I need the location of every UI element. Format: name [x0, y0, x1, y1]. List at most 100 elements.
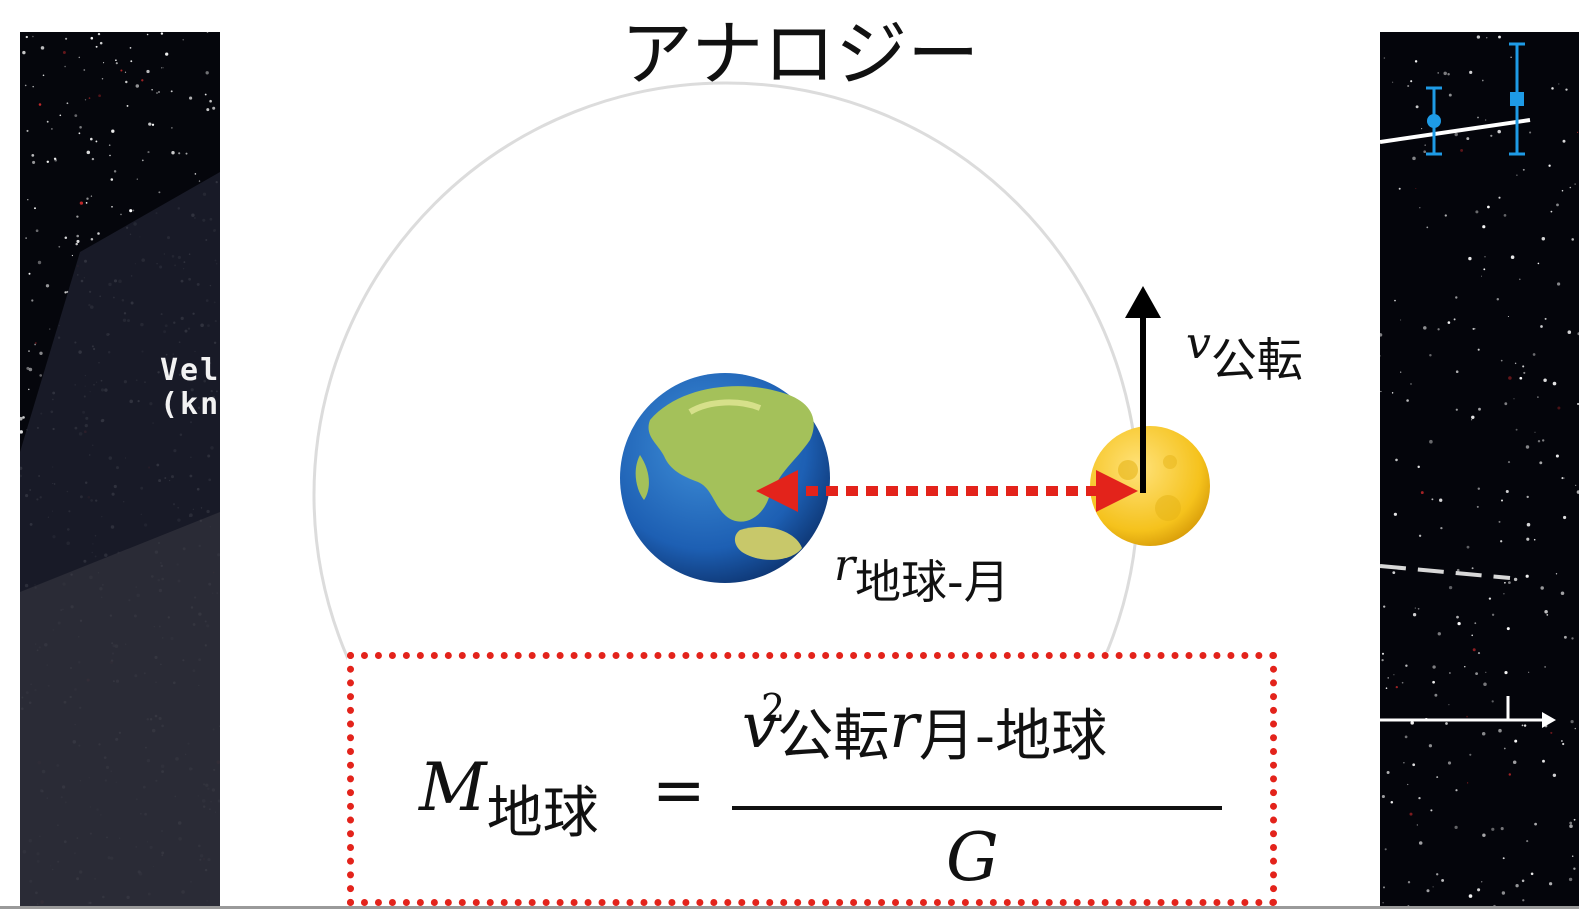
star-dot — [98, 94, 101, 98]
star-dot — [32, 35, 34, 38]
star-dot — [1384, 848, 1387, 851]
star-dot — [86, 150, 91, 155]
star-dot — [78, 56, 81, 59]
star-dot — [1550, 731, 1553, 734]
star-dot — [124, 71, 127, 73]
star-dot — [1407, 84, 1410, 88]
star-dot — [1571, 238, 1574, 241]
star-dot — [90, 137, 93, 141]
star-dot — [22, 50, 26, 55]
formula-numerator: v2公転r月-地球 — [742, 686, 1107, 772]
star-dot — [1383, 886, 1385, 889]
star-dot — [1503, 593, 1505, 595]
star-dot — [1414, 607, 1416, 609]
star-dot — [1385, 687, 1388, 689]
star-dot — [1395, 458, 1398, 462]
star-dot — [1498, 520, 1501, 523]
left-background-slide-fragment: Vel (kn — [20, 32, 220, 908]
star-dot — [1500, 499, 1504, 502]
star-dot — [1544, 317, 1547, 320]
star-dot — [1573, 818, 1576, 821]
star-dot — [1485, 119, 1487, 121]
star-dot — [1526, 495, 1529, 499]
star-dot — [160, 32, 164, 35]
star-dot — [1415, 187, 1417, 190]
star-dot — [28, 272, 31, 275]
star-dot — [1510, 56, 1512, 58]
star-dot — [1482, 225, 1486, 229]
star-dot — [1380, 333, 1383, 337]
formula-lhs: M地球 — [419, 749, 599, 849]
star-dot — [20, 430, 23, 434]
star-dot — [1466, 137, 1470, 141]
star-dot — [90, 237, 94, 241]
radius-arrowhead-right — [1096, 470, 1138, 512]
star-dot — [1514, 739, 1518, 743]
star-dot — [1434, 693, 1438, 697]
star-dot — [1491, 827, 1495, 831]
star-dot — [206, 108, 210, 112]
star-dot — [24, 84, 27, 87]
star-dot — [1423, 326, 1427, 330]
star-dot — [1437, 72, 1439, 74]
star-dot — [25, 237, 27, 239]
star-dot — [1412, 613, 1417, 617]
star-dot — [1521, 724, 1524, 727]
star-dot — [1513, 577, 1518, 582]
star-dot — [1544, 666, 1546, 668]
star-dot — [1415, 105, 1419, 109]
star-dot — [1432, 680, 1435, 684]
star-dot — [141, 159, 144, 162]
star-dot — [76, 234, 79, 238]
star-dot — [1528, 671, 1530, 673]
star-dot — [34, 342, 37, 344]
star-dot — [1570, 720, 1574, 724]
star-dot — [111, 206, 113, 208]
star-dot — [79, 126, 82, 129]
mass-symbol: M — [419, 749, 487, 826]
star-dot — [1503, 214, 1507, 217]
star-dot — [86, 197, 89, 200]
star-dot — [1381, 652, 1385, 655]
star-dot — [147, 151, 150, 154]
star-dot — [1475, 672, 1479, 676]
star-dot — [1481, 79, 1484, 82]
star-dot — [1508, 581, 1511, 584]
star-dot — [1429, 353, 1432, 357]
star-dot — [209, 99, 212, 103]
star-dot — [1546, 614, 1549, 616]
star-dot — [1562, 742, 1565, 746]
star-dot — [1523, 724, 1527, 727]
star-dot — [1542, 439, 1545, 442]
star-dot — [1534, 822, 1537, 826]
star-dot — [160, 67, 163, 69]
star-dot — [1430, 809, 1433, 812]
star-dot — [66, 102, 69, 105]
star-dot — [1417, 607, 1420, 610]
star-dot — [1508, 773, 1512, 776]
star-dot — [1406, 399, 1409, 402]
star-dot — [90, 195, 93, 197]
star-dot — [35, 229, 39, 233]
star-dot — [1573, 867, 1576, 870]
star-dot — [1490, 134, 1493, 137]
star-dot — [1514, 362, 1517, 365]
star-dot — [1447, 321, 1451, 324]
star-dot — [53, 157, 57, 161]
star-dot — [1571, 637, 1574, 640]
mass-subscript: 地球 — [486, 781, 599, 846]
formula-denominator: G — [946, 819, 999, 896]
star-dot — [1488, 597, 1492, 600]
star-dot — [1469, 753, 1472, 756]
star-dot — [1391, 81, 1394, 83]
star-dot — [1498, 35, 1501, 39]
star-dot — [1403, 762, 1405, 764]
star-dot — [1382, 902, 1384, 904]
star-dot — [64, 291, 67, 294]
star-dot — [1468, 256, 1472, 261]
star-dot — [1551, 87, 1554, 90]
star-dot — [1393, 674, 1395, 676]
star-dot — [91, 157, 95, 161]
star-dot — [1561, 740, 1563, 742]
star-dot — [1523, 371, 1526, 374]
